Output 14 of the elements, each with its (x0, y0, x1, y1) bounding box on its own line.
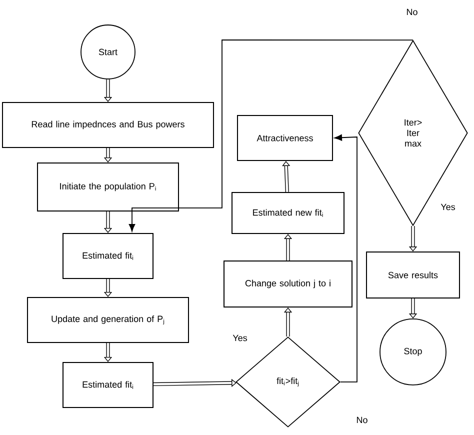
edge-label: Yes (440, 202, 456, 212)
process-box: Attractiveness (237, 114, 333, 161)
edge-label: No (405, 8, 419, 16)
process-box: Estimated new fit$_{i}$ (232, 192, 344, 234)
process-box: Save results (366, 251, 460, 298)
process-box: Read line impednces and Bus powers (2, 102, 214, 148)
process-box: Estimated fit$_{i}$ (62, 362, 154, 408)
arrow (334, 134, 358, 382)
process-box: Update and generation of P$_{j}$ (27, 296, 189, 343)
process-box: Change solution j to i (224, 260, 352, 308)
edge-label: No (355, 416, 369, 424)
arrow (128, 40, 414, 232)
process-box: Estimated fit$_{i}$ (62, 233, 154, 279)
process-box: Initiate the population P$_{i}$ (37, 162, 179, 212)
